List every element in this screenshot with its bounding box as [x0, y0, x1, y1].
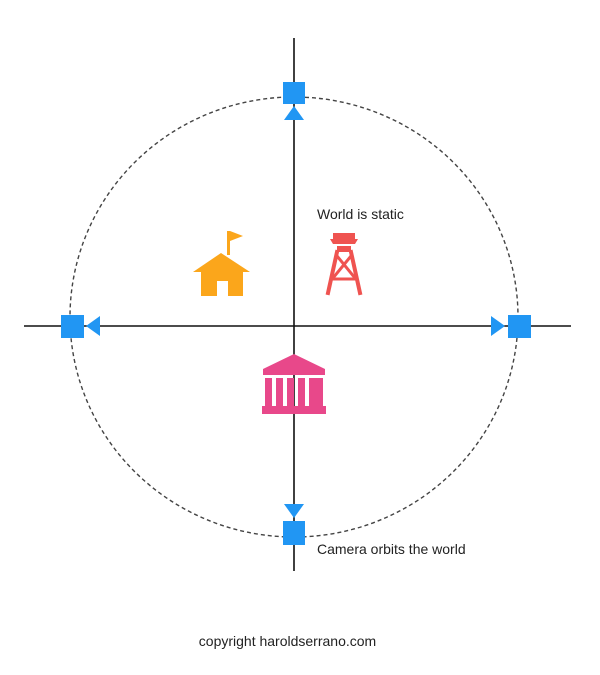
camera-lens-icon — [284, 106, 304, 120]
camera-orbits-label: Camera orbits the world — [317, 541, 466, 557]
copyright-text: copyright haroldserrano.com — [198, 633, 377, 649]
world-static-label: World is static — [317, 206, 404, 222]
camera-left — [61, 315, 100, 338]
camera-lens-icon — [491, 316, 505, 336]
camera-icon — [508, 315, 531, 338]
watch-tower-icon — [325, 233, 363, 296]
school-house-icon — [193, 231, 250, 296]
camera-lens-icon — [86, 316, 100, 336]
museum-building-icon — [262, 354, 326, 414]
camera-top — [283, 82, 305, 120]
camera-icon — [61, 315, 84, 338]
camera-icon — [283, 82, 305, 104]
camera-bottom — [283, 504, 305, 545]
camera-lens-icon — [284, 504, 304, 518]
camera-right — [491, 315, 531, 338]
camera-icon — [283, 521, 305, 545]
